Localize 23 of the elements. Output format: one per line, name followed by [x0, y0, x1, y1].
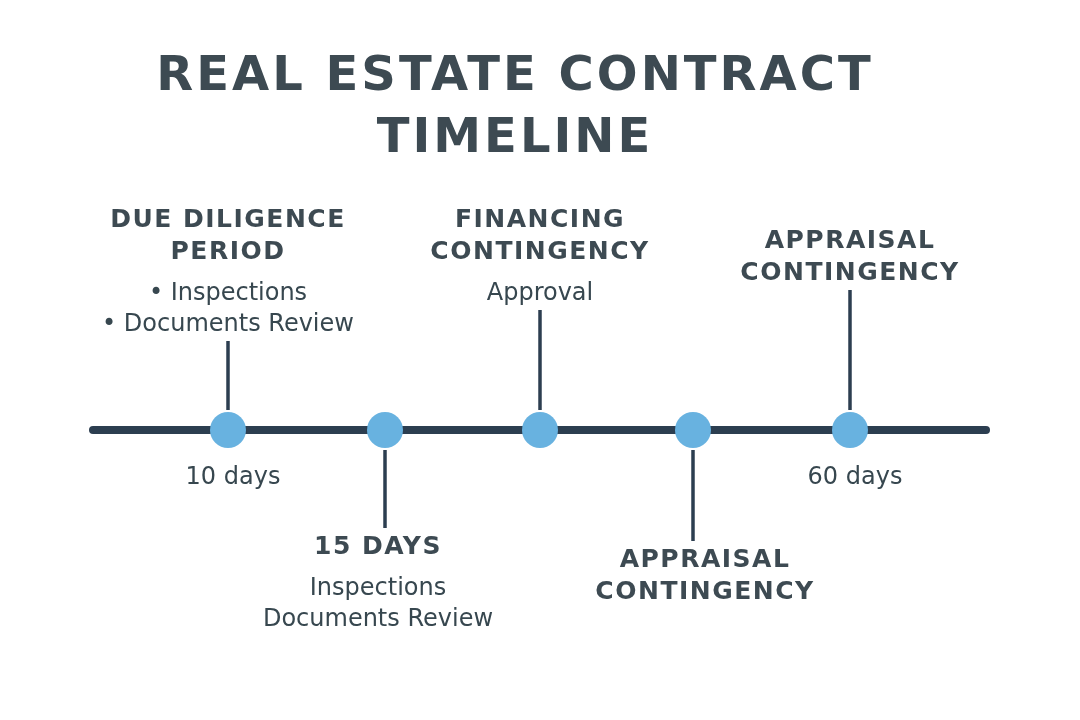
timeline-dot [675, 412, 711, 448]
milestone-note: Documents Review [261, 603, 495, 634]
milestone-heading: 15 DAYS [313, 530, 443, 562]
leader-line [226, 341, 230, 410]
milestone-heading: APPRAISAL CONTINGENCY [739, 224, 961, 288]
duration-label: 60 days [807, 462, 903, 490]
milestone-note: Inspections [308, 572, 448, 603]
timeline-dot [210, 412, 246, 448]
leader-line [383, 450, 387, 528]
timeline-dot [522, 412, 558, 448]
leader-line [691, 450, 695, 541]
timeline-dot [832, 412, 868, 448]
milestone-heading: APPRAISAL CONTINGENCY [594, 543, 816, 607]
duration-label: 10 days [185, 462, 281, 490]
milestone-heading: DUE DILIGENCE PERIOD [109, 203, 347, 267]
milestone-note: • Documents Review [101, 308, 355, 339]
milestone-note: Approval [485, 277, 595, 308]
milestone-note: • Inspections [147, 277, 309, 308]
leader-line [538, 310, 542, 410]
diagram-title: REAL ESTATE CONTRACT TIMELINE [155, 44, 875, 165]
leader-line [848, 290, 852, 410]
milestone-heading: FINANCING CONTINGENCY [429, 203, 651, 267]
timeline-dot [367, 412, 403, 448]
